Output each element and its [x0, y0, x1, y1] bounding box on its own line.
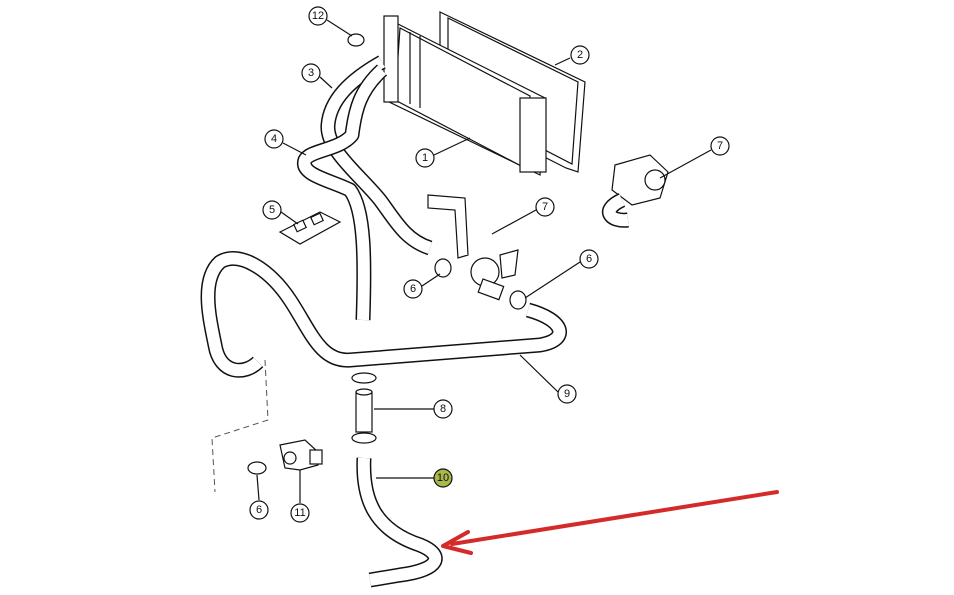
svg-text:7: 7 [542, 201, 548, 213]
callout-10-highlighted: 10 [433, 468, 453, 488]
leader-lines [256, 19, 712, 503]
callout-7: 7 [535, 197, 555, 217]
callout-11: 11 [290, 503, 310, 523]
svg-text:1: 1 [422, 152, 428, 164]
callout-8: 8 [433, 399, 453, 419]
svg-text:10: 10 [437, 472, 449, 484]
svg-text:3: 3 [308, 67, 314, 79]
callout-6: 6 [579, 249, 599, 269]
callout-5: 5 [262, 200, 282, 220]
callout-12: 12 [308, 6, 328, 26]
callout-3: 3 [301, 63, 321, 83]
svg-text:7: 7 [717, 140, 723, 152]
svg-text:6: 6 [410, 283, 416, 295]
red-arrow-annotation [441, 490, 779, 555]
callout-1: 1 [415, 148, 435, 168]
valve-bracket [427, 194, 519, 301]
callout-9: 9 [557, 384, 577, 404]
svg-text:9: 9 [564, 388, 570, 400]
svg-text:5: 5 [269, 204, 275, 216]
callout-7: 7 [710, 136, 730, 156]
callout-6: 6 [403, 279, 423, 299]
hose-clip [347, 33, 365, 47]
elbow-fitting [279, 439, 323, 471]
hose-clip [247, 461, 267, 475]
callout-6: 6 [249, 500, 269, 520]
svg-text:6: 6 [256, 504, 262, 516]
svg-text:2: 2 [577, 49, 583, 61]
hose-3 [320, 55, 433, 256]
hose-10 [356, 457, 443, 588]
water-valve [602, 154, 669, 228]
routing-line [211, 359, 269, 493]
svg-text:4: 4 [271, 133, 277, 145]
hose-clip [509, 290, 527, 310]
callout-2: 2 [570, 45, 590, 65]
hose-9 [200, 251, 567, 378]
heater-core [383, 11, 586, 176]
gasket [278, 211, 342, 245]
svg-text:11: 11 [294, 507, 305, 519]
svg-text:8: 8 [440, 403, 446, 415]
hose-4 [297, 64, 388, 321]
connector-pipe [351, 372, 377, 444]
svg-text:12: 12 [312, 10, 324, 22]
svg-text:6: 6 [586, 253, 592, 265]
hose-clip [434, 258, 452, 278]
callout-4: 4 [264, 129, 284, 149]
